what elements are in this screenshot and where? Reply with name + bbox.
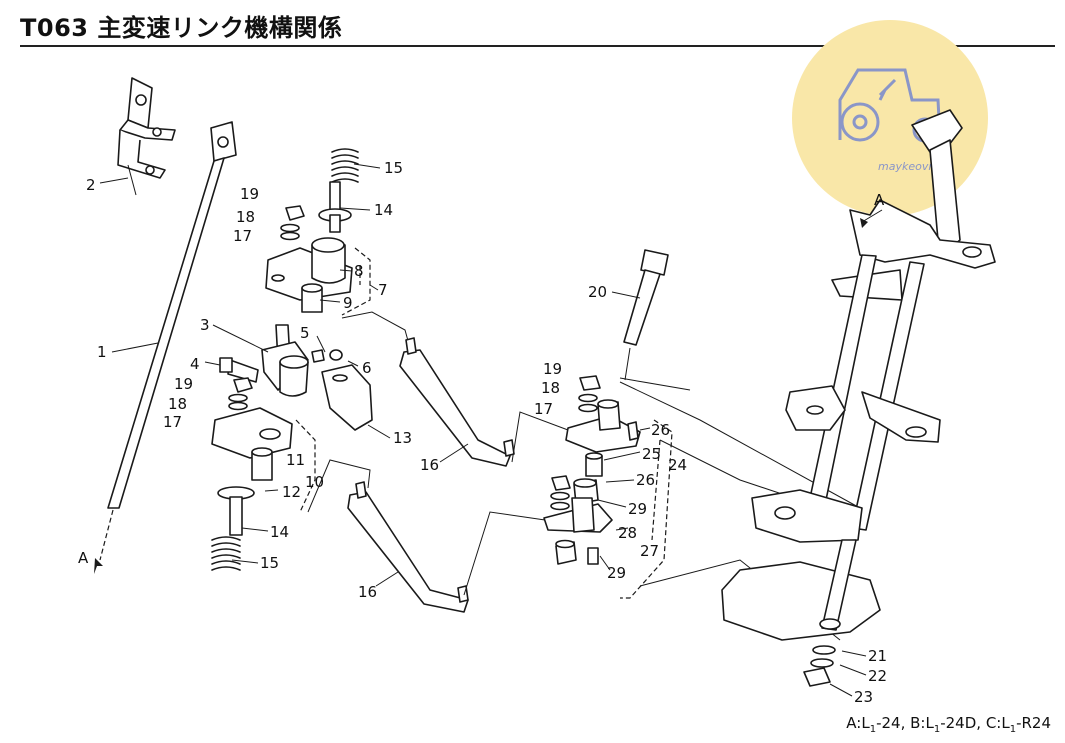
callout-4: 4 xyxy=(190,355,200,373)
callout-18-right: 18 xyxy=(541,379,560,397)
callout-22: 22 xyxy=(868,667,887,685)
callout-2: 2 xyxy=(86,176,96,194)
arrow-a-icon xyxy=(860,218,868,228)
callout-21: 21 xyxy=(868,647,887,665)
model-legend: A:L1-24, B:L1-24D, C:L1-R24 xyxy=(846,714,1051,735)
part-housing xyxy=(721,109,996,641)
callout-16-upper: 16 xyxy=(420,456,439,474)
callout-5: 5 xyxy=(300,324,310,342)
part-lever-upper xyxy=(399,337,515,467)
callout-24: 24 xyxy=(668,456,687,474)
link-line xyxy=(307,459,371,513)
part-right-pivot xyxy=(543,399,673,599)
callout-19-right: 19 xyxy=(543,360,562,378)
legend-b-sub: 1 xyxy=(933,724,941,735)
part-right-nuts-upper xyxy=(578,375,601,413)
legend-a-suffix: -24, xyxy=(876,714,911,732)
callout-18-top: 18 xyxy=(236,208,255,226)
part-upper-nuts xyxy=(280,205,305,241)
watermark-text: maykeovn xyxy=(878,160,935,173)
callout-23: 23 xyxy=(854,688,873,706)
callout-28: 28 xyxy=(618,524,637,542)
part-middle-nuts xyxy=(228,377,253,411)
callout-19-mid: 19 xyxy=(174,375,193,393)
part-bottom-nuts xyxy=(803,645,836,687)
legend-b-prefix: B:L xyxy=(910,714,934,732)
legend-a-prefix: A:L xyxy=(846,714,870,732)
callout-1: 1 xyxy=(97,343,107,361)
callout-26-top: 26 xyxy=(651,421,670,439)
page-title: T063 主変速リンク機構関係 xyxy=(20,14,343,42)
callouts: 1 2 3 4 5 6 7 8 9 10 11 12 13 14 14 15 1… xyxy=(78,159,887,706)
link-line xyxy=(463,511,546,596)
callout-10: 10 xyxy=(305,473,324,491)
callout-25: 25 xyxy=(642,445,661,463)
legend-c-sub: 1 xyxy=(1009,724,1017,735)
callout-6: 6 xyxy=(362,359,372,377)
callout-26-mid: 26 xyxy=(636,471,655,489)
legend-c-prefix: C:L xyxy=(985,714,1010,732)
callout-17-right: 17 xyxy=(534,400,553,418)
callout-13: 13 xyxy=(393,429,412,447)
callout-a-right: A xyxy=(874,191,885,209)
callout-8: 8 xyxy=(354,262,364,280)
callout-7: 7 xyxy=(378,281,388,299)
watermark-circle xyxy=(792,20,988,216)
callout-12: 12 xyxy=(282,483,301,501)
callout-18-mid: 18 xyxy=(168,395,187,413)
arrow-a-line xyxy=(861,209,883,223)
callout-19-top: 19 xyxy=(240,185,259,203)
tractor-icon xyxy=(838,68,942,143)
callout-16-lower: 16 xyxy=(358,583,377,601)
legend-c-suffix: -R24 xyxy=(1016,714,1051,732)
callout-15-top: 15 xyxy=(384,159,403,177)
title-underline xyxy=(20,45,1055,47)
link-line xyxy=(341,311,411,349)
callout-20: 20 xyxy=(588,283,607,301)
watermark: maykeovn xyxy=(792,20,988,216)
callout-11: 11 xyxy=(286,451,305,469)
part-upper-spring xyxy=(318,148,359,233)
part-bolt xyxy=(619,249,691,391)
part-bracket xyxy=(117,77,176,196)
part-right-nuts-lower xyxy=(550,475,571,511)
callout-14-bottom: 14 xyxy=(270,523,289,541)
part-middle-pivot xyxy=(211,324,373,513)
callout-a-left: A xyxy=(78,549,89,567)
arrow-a-icon xyxy=(94,558,103,574)
callout-3: 3 xyxy=(200,316,210,334)
part-rod xyxy=(99,121,237,561)
callout-17-top: 17 xyxy=(233,227,252,245)
part-lower-spring xyxy=(211,486,255,571)
callout-29-bottom: 29 xyxy=(607,564,626,582)
callout-17-mid: 17 xyxy=(163,413,182,431)
callout-15-bottom: 15 xyxy=(260,554,279,572)
callout-9: 9 xyxy=(343,294,353,312)
leader-lines xyxy=(99,163,867,697)
callout-27: 27 xyxy=(640,542,659,560)
legend-b-suffix: -24D, xyxy=(940,714,986,732)
part-upper-pivot xyxy=(265,237,371,316)
legend-a-sub: 1 xyxy=(869,724,877,735)
link-line xyxy=(511,411,569,463)
callout-29-top: 29 xyxy=(628,500,647,518)
callout-14-top: 14 xyxy=(374,201,393,219)
link-line xyxy=(619,381,861,509)
